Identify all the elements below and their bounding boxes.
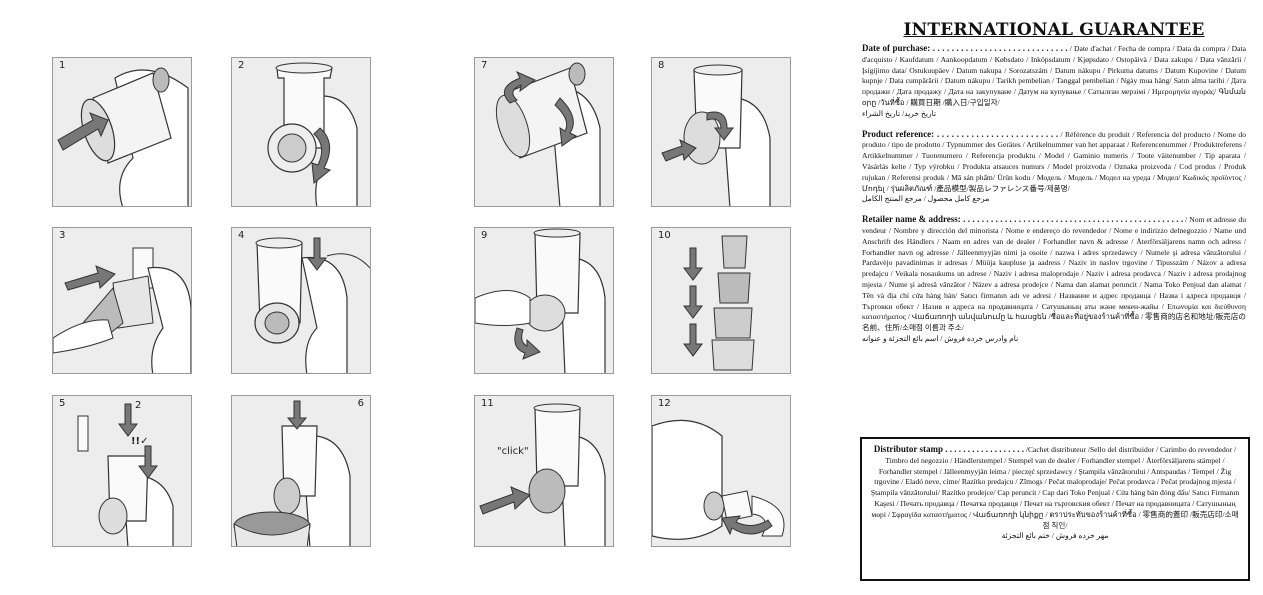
step-number: 2 [238, 60, 245, 71]
date-of-purchase-label: Date of purchase: . . . . . . . . . . . … [862, 43, 1068, 53]
retailer-translations: / Nom et adresse du vendeur / Nombre y d… [862, 215, 1246, 333]
step-panel-6: 6 [231, 395, 371, 547]
distributor-stamp-box: Distributor stamp . . . . . . . . . . . … [860, 437, 1250, 581]
date-of-purchase-rtl: تاريخ خريد/ تاريخ الشراء [862, 108, 937, 118]
product-reference-label: Product reference: . . . . . . . . . . .… [862, 128, 1059, 139]
step-number: 3 [59, 230, 66, 241]
step-panel-8: 8 [651, 57, 791, 207]
distributor-stamp-rtl: مهر خرده فروش / ختم بائع التجزئة [1001, 531, 1109, 541]
step-number: 4 [238, 230, 245, 241]
step-number: 11 [481, 398, 494, 409]
retailer-label: Retailer name & address: . . . . . . . .… [862, 214, 1184, 225]
product-reference-rtl: مرجع كامل محصول / مرجع المنتج الكامل [862, 194, 990, 204]
retailer-section: Retailer name & address: . . . . . . . .… [862, 214, 1246, 345]
distributor-stamp-label: Distributor stamp . . . . . . . . . . . … [873, 444, 1024, 454]
step-4-illustration [254, 237, 370, 373]
step-panel-9: 9 [474, 227, 614, 374]
step-number: 8 [658, 60, 665, 71]
date-of-purchase-section: Date of purchase: . . . . . . . . . . . … [862, 43, 1246, 120]
step-11-illustration [479, 403, 606, 546]
step-number: 5 [59, 398, 66, 409]
guarantee-title: INTERNATIONAL GUARANTEE [903, 20, 1205, 40]
retailer-rtl: نام وادرس خرده فروش / اسم بائع التجزئة و… [862, 333, 1019, 343]
product-reference-translations: / Référence du produit / Referencia del … [862, 129, 1246, 193]
step-6-illustration [233, 400, 351, 546]
date-of-purchase-translations: / Date d'achat / Fecha de compra / Data … [862, 44, 1246, 107]
step-number: 9 [481, 230, 488, 241]
step-9-illustration [475, 228, 606, 373]
step-number: 12 [658, 398, 671, 409]
distributor-stamp-translations: /Cachet distributeur /Sello del distribu… [870, 445, 1240, 530]
step-number: 10 [658, 230, 671, 241]
step-panel-5: 5 2 !!✓ [52, 395, 192, 547]
step-10-illustration [683, 235, 755, 371]
step-panel-2: 2 [231, 57, 371, 207]
step-panel-1: 1 [52, 57, 192, 207]
step-2-illustration [267, 62, 358, 206]
product-reference-section: Product reference: . . . . . . . . . . .… [862, 129, 1246, 206]
step-7-illustration [495, 62, 601, 206]
step-panel-11: 11 "click" [474, 395, 614, 547]
step-number: 1 [59, 60, 66, 71]
step-8-illustration [661, 64, 771, 206]
step-panel-10: 10 [651, 227, 791, 374]
international-guarantee: INTERNATIONAL GUARANTEE Date of purchase… [862, 20, 1246, 345]
step-1-illustration [57, 67, 189, 206]
step-panel-7: 7 [474, 57, 614, 207]
step-substep-number: 2 [135, 400, 142, 411]
step-number: 7 [481, 60, 488, 71]
step-panel-4: 4 [231, 227, 371, 374]
warning-mark: !!✓ [131, 436, 149, 447]
step-5-illustration [77, 403, 174, 546]
step-panel-12: 12 [651, 395, 791, 547]
step-12-illustration [652, 419, 785, 540]
step-number: 6 [357, 398, 364, 409]
step-panel-3: 3 [52, 227, 192, 374]
click-callout: "click" [497, 446, 529, 457]
step-3-illustration [53, 247, 191, 373]
